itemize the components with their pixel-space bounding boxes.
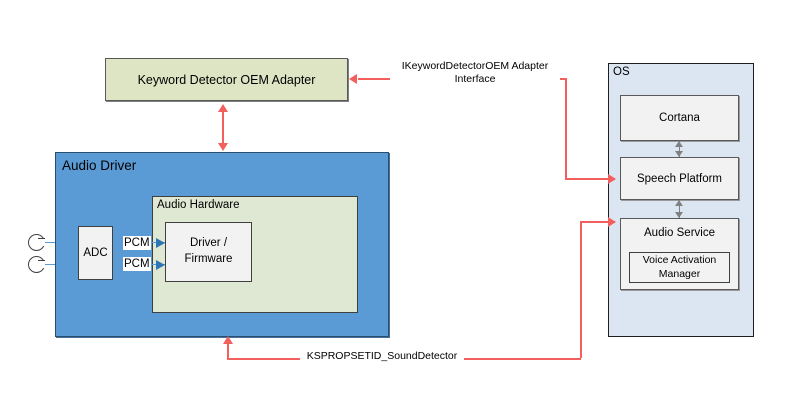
os-title: OS bbox=[613, 66, 630, 78]
driver-firmware-box[interactable]: Driver / Firmware bbox=[165, 222, 252, 282]
audio-hardware-title: Audio Hardware bbox=[157, 199, 240, 211]
ks-line-vertical-right bbox=[580, 221, 582, 358]
adc-to-firmware-arrowhead-1 bbox=[156, 238, 165, 248]
audio-service-arrowhead bbox=[608, 217, 616, 227]
ks-line-arrowhead-up bbox=[223, 336, 233, 344]
keyword-detector-oem-adapter-box[interactable]: Keyword Detector OEM Adapter bbox=[105, 58, 348, 101]
audio-driver-title: Audio Driver bbox=[62, 158, 137, 173]
cortana-speech-connector bbox=[679, 141, 680, 157]
pcm-label-1: PCM bbox=[123, 236, 151, 250]
audio-service-label: Audio Service bbox=[644, 227, 715, 239]
adc-box[interactable]: ADC bbox=[78, 226, 113, 280]
cortana-box[interactable]: Cortana bbox=[620, 95, 739, 141]
speech-platform-box[interactable]: Speech Platform bbox=[620, 157, 739, 200]
adapter-interface-arrowhead bbox=[349, 74, 357, 84]
microphone-icon-2-notch bbox=[38, 260, 45, 261]
driver-firmware-label-line1: Driver / bbox=[189, 237, 228, 250]
adc-to-firmware-arrowhead-2 bbox=[156, 260, 165, 270]
cortana-speech-arrowhead-up bbox=[675, 141, 683, 147]
adapter-to-driver-arrowhead-down bbox=[218, 143, 228, 151]
adapter-to-driver-connector bbox=[222, 108, 224, 146]
ks-line-into-audio-service bbox=[580, 221, 615, 223]
adapter-interface-line-horizontal-bottom bbox=[565, 178, 615, 180]
interface-label: IKeywordDetectorOEM Adapter Interface bbox=[390, 60, 560, 87]
interface-label-line2: Interface bbox=[454, 73, 496, 86]
speech-platform-label: Speech Platform bbox=[636, 172, 722, 185]
cortana-speech-arrowhead-down bbox=[675, 151, 683, 157]
voice-activation-manager-label-line2: Manager bbox=[658, 267, 701, 280]
microphone-icon-1-gap bbox=[41, 239, 47, 246]
ks-property-label: KSPROPSETID_SoundDetector bbox=[300, 350, 464, 364]
speech-audioservice-arrowhead-up bbox=[675, 200, 683, 206]
voice-activation-manager-box[interactable]: Voice Activation Manager bbox=[629, 252, 730, 283]
adc-label: ADC bbox=[83, 247, 108, 259]
adapter-interface-line-vertical bbox=[565, 78, 567, 178]
cortana-label: Cortana bbox=[659, 112, 700, 124]
interface-label-line1: IKeywordDetectorOEM Adapter bbox=[401, 60, 549, 72]
driver-firmware-label-line2: Firmware bbox=[184, 253, 233, 265]
microphone-icon-1-notch bbox=[38, 238, 45, 239]
keyword-detector-oem-adapter-label: Keyword Detector OEM Adapter bbox=[137, 72, 316, 87]
voice-activation-manager-label-line1: Voice Activation bbox=[642, 254, 717, 267]
adapter-to-driver-arrowhead-up bbox=[218, 104, 228, 112]
speech-audioservice-connector bbox=[679, 200, 680, 218]
pcm-label-2: PCM bbox=[123, 257, 151, 271]
microphone-icon-2-gap bbox=[41, 261, 47, 268]
speech-platform-arrowhead bbox=[608, 174, 616, 184]
speech-audioservice-arrowhead-down bbox=[675, 212, 683, 218]
ks-line-vertical-left bbox=[227, 342, 229, 359]
